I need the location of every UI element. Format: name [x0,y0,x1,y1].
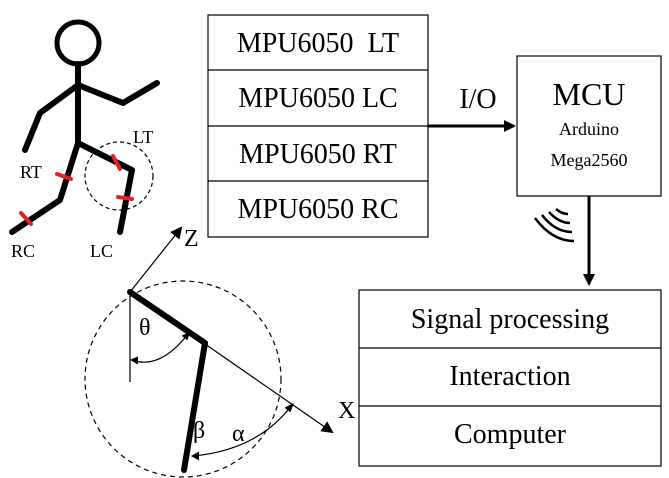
thigh-segment [127,289,208,346]
io-label: I/O [459,84,496,115]
pipeline-signal-processing: Signal processing [411,304,609,335]
sensor-lt: MPU6050 LT [237,28,399,59]
sensor-rt: MPU6050 RT [239,139,397,170]
z-axis-label: Z [184,226,199,252]
pipeline-interaction: Interaction [449,361,570,392]
sensor-lc: MPU6050 LC [238,83,397,114]
mcu-line2: Mega2560 [551,150,628,170]
beta-alpha-arc [192,404,293,457]
wireless-signal-icon [533,208,575,243]
label-rt: RT [20,162,42,182]
mcu-line1: Arduino [559,119,619,139]
sensor-rc: MPU6050 RC [237,194,398,225]
pipeline-computer: Computer [454,419,567,450]
alpha-label: α [232,421,245,447]
z-axis [129,226,183,293]
label-lc: LC [90,241,113,261]
theta-arrow-left-icon [129,356,139,365]
x-axis-label: X [338,398,355,424]
label-rc: RC [11,241,35,261]
theta-label: θ [139,315,151,341]
beta-label: β [193,418,205,444]
joint-range-circle [84,280,282,478]
label-lt: LT [133,127,153,147]
shank-segment [181,340,208,473]
alpha-arrow-icon [284,402,294,413]
beta-arrow-icon [190,451,200,461]
pipeline-stack [358,289,662,467]
theta-arrow-icon [181,332,190,341]
knee-highlight-circle [84,141,154,211]
sensor-markers [19,154,134,226]
mcu-title: MCU [553,76,626,112]
